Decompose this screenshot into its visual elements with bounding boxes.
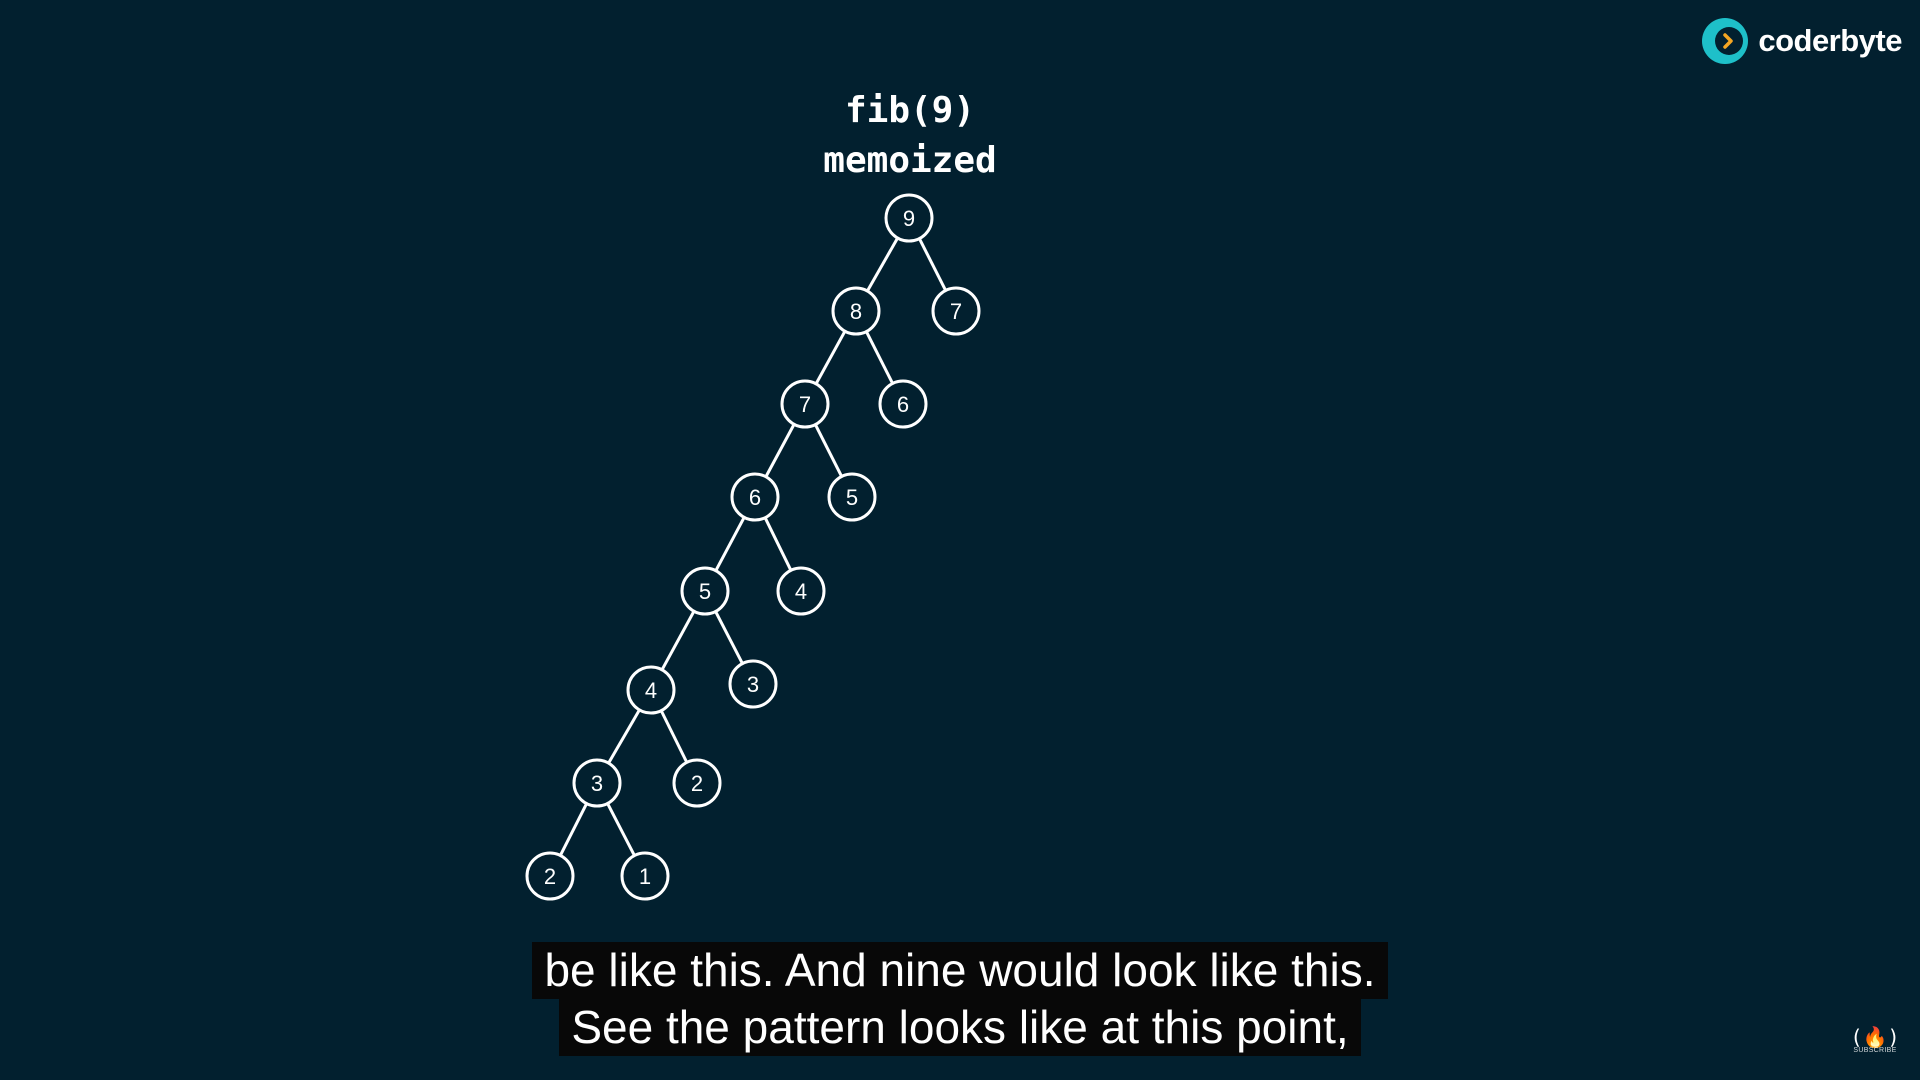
tree-node-5: 5 (827, 472, 877, 522)
tree-node-3: 3 (572, 758, 622, 808)
tree-node-label: 8 (850, 299, 862, 324)
tree-edge (559, 802, 588, 857)
recursion-tree: 9 8 7 7 6 6 5 5 4 4 3 3 2 2 1 (525, 193, 981, 901)
tree-node-label: 3 (591, 771, 603, 796)
tree-node-label: 4 (795, 579, 807, 604)
tree-node-4: 4 (626, 665, 676, 715)
tree-node-circle (780, 379, 830, 429)
caption-line-2: See the pattern looks like at this point… (559, 999, 1361, 1056)
tree-node-7: 7 (931, 286, 981, 336)
diagram-subtitle: memoized (823, 140, 997, 181)
tree-node-6: 6 (878, 379, 928, 429)
tree-node-circle (525, 851, 575, 901)
tree-node-8: 8 (831, 286, 881, 336)
tree-node-label: 7 (950, 299, 962, 324)
tree-node-label: 3 (747, 672, 759, 697)
tree-node-circle (730, 472, 780, 522)
tree-node-4: 4 (776, 566, 826, 616)
logo-wordmark: coderbyte (1758, 23, 1902, 58)
tree-node-label: 1 (639, 864, 651, 889)
tree-node-circle (884, 193, 934, 243)
tree-edge (714, 516, 746, 572)
tree-edge (606, 802, 636, 857)
tree-node-2: 2 (525, 851, 575, 901)
tree-node-6: 6 (730, 472, 780, 522)
tree-node-9: 9 (884, 193, 934, 243)
tree-node-1: 1 (620, 851, 670, 901)
freecodecamp-flame-icon: (🔥) (1850, 1025, 1900, 1049)
tree-edge (814, 423, 843, 478)
tree-edge (763, 516, 793, 572)
tree-node-2: 2 (672, 758, 722, 808)
tree-edge (764, 423, 796, 478)
tree-edge (660, 610, 696, 671)
tree-node-circle (626, 665, 676, 715)
tree-node-circle (672, 758, 722, 808)
tree-node-5: 5 (680, 566, 730, 616)
tree-edge (814, 330, 847, 385)
tree-node-circle (827, 472, 877, 522)
tree-node-circle (620, 851, 670, 901)
tree-node-circle (776, 566, 826, 616)
subscribe-badge[interactable]: (🔥) SUBSCRIBE (1850, 1027, 1900, 1054)
tree-node-circle (878, 379, 928, 429)
tree-node-label: 5 (846, 485, 858, 510)
coderbyte-logo: coderbyte (1700, 12, 1902, 70)
tree-edge (659, 709, 689, 764)
tree-edge (865, 330, 894, 385)
tree-node-label: 2 (544, 864, 556, 889)
tree-node-circle (572, 758, 622, 808)
tree-edge (918, 237, 947, 292)
diagram-title: fib(9) (844, 90, 976, 131)
tree-edge (607, 709, 641, 764)
subtitle-captions: be like this. And nine would look like t… (0, 942, 1920, 1056)
caption-line-1: be like this. And nine would look like t… (532, 942, 1388, 999)
tree-node-label: 2 (691, 771, 703, 796)
tree-edge (714, 610, 744, 665)
tree-edge (866, 237, 899, 292)
tree-node-circle (680, 566, 730, 616)
tree-node-label: 7 (799, 392, 811, 417)
tree-node-label: 5 (699, 579, 711, 604)
subscribe-label: SUBSCRIBE (1853, 1047, 1897, 1054)
tree-node-3: 3 (728, 659, 778, 709)
tree-node-label: 6 (749, 485, 761, 510)
coderbyte-logo-icon (1702, 18, 1749, 64)
tree-node-label: 6 (897, 392, 909, 417)
tree-node-circle (931, 286, 981, 336)
tree-node-label: 9 (903, 206, 915, 231)
tree-node-circle (831, 286, 881, 336)
tree-node-7: 7 (780, 379, 830, 429)
tree-node-label: 4 (645, 678, 657, 703)
tree-node-circle (728, 659, 778, 709)
